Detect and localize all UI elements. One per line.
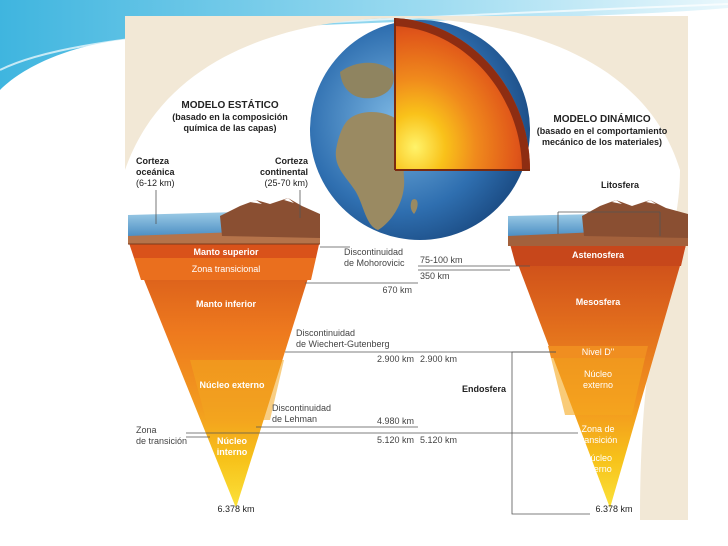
static-title: MODELO ESTÁTICO: [181, 98, 278, 111]
asthenosphere-band: [510, 244, 686, 266]
oceanic-crust-label-2: oceánica: [136, 167, 176, 177]
dynamic-depth-bottom: 6.378 km: [595, 504, 632, 514]
moho-label-1: Discontinuidad: [344, 247, 403, 257]
arch-background: [125, 16, 688, 520]
dynamic-title: MODELO DINÁMICO: [553, 112, 650, 125]
static-depth-bottom: 6.378 km: [217, 504, 254, 514]
transition-right-label-1: Zona de: [581, 424, 614, 434]
lehman-label-2: de Lehman: [272, 414, 317, 424]
outer-core-band: [190, 360, 284, 420]
endosphere-label: Endosfera: [462, 384, 507, 394]
outer-core-band-right: [551, 358, 645, 415]
continental-mountains: [220, 198, 320, 238]
transition-side-label-1: Zona: [136, 425, 157, 435]
outer-core-label: Núcleo externo: [199, 380, 265, 390]
dynamic-model-cone: [508, 200, 688, 508]
moho-label-2: de Mohorovicic: [344, 258, 405, 268]
dynamic-subtitle-2: mecánico de los materiales): [542, 137, 662, 147]
arch-inner-white: [330, 240, 470, 520]
inner-core-label-1: Núcleo: [217, 436, 248, 446]
oceanic-crust-label-1: Corteza: [136, 156, 170, 166]
static-subtitle-2: química de las capas): [183, 123, 276, 133]
static-subtitle-1: (basado en la composición: [172, 112, 288, 122]
continental-crust-label-2: continental: [260, 167, 308, 177]
globe-cutaway: [395, 18, 530, 170]
inner-core-right-label-2: interno: [584, 464, 612, 474]
upper-mantle-label: Manto superior: [193, 247, 259, 257]
depth-2900-left: 2.900 km: [377, 354, 414, 364]
depth-2900-right: 2.900 km: [420, 354, 457, 364]
depth-4980: 4.980 km: [377, 416, 414, 426]
continental-crust-label-1: Corteza: [275, 156, 309, 166]
wiechert-label-2: de Wiechert-Gutenberg: [296, 339, 390, 349]
lithosphere-label: Litosfera: [601, 180, 640, 190]
cutaway-crust-top: [395, 18, 530, 170]
ocean-water: [128, 212, 238, 236]
level-d-band: [548, 346, 648, 358]
lower-mantle-label: Manto inferior: [196, 299, 256, 309]
outer-core-right-label-1: Núcleo: [584, 369, 612, 379]
africa-continent: [335, 111, 407, 230]
static-model-cone: [128, 198, 320, 508]
endosphere-bracket: [511, 351, 590, 515]
dynamic-subtitle-1: (basado en el comportamiento: [537, 126, 668, 136]
depth-350: 350 km: [420, 271, 450, 281]
asthenosphere-label: Astenosfera: [572, 250, 625, 260]
mesosphere-label: Mesosfera: [576, 297, 622, 307]
transition-side-label-2: de transición: [136, 436, 187, 446]
ocean-water-right: [508, 214, 598, 236]
continental-crust-range: (25-70 km): [264, 178, 308, 188]
earth-globe: [310, 18, 530, 240]
depth-lines: [155, 190, 661, 515]
transition-zone-label: Zona transicional: [192, 264, 261, 274]
depth-5120-left: 5.120 km: [377, 435, 414, 445]
europe-continent: [340, 62, 394, 99]
transition-zone-band: [134, 258, 316, 280]
inner-core-right-label-1: Núcleo: [584, 453, 612, 463]
inner-core-label-2: interno: [217, 447, 248, 457]
depth-670: 670 km: [382, 285, 412, 295]
transition-right-label-2: transición: [579, 435, 618, 445]
madagascar-island: [410, 199, 418, 214]
lehman-label-1: Discontinuidad: [272, 403, 331, 413]
wiechert-label-1: Discontinuidad: [296, 328, 355, 338]
depth-5120-right: 5.120 km: [420, 435, 457, 445]
level-d-label: Nivel D'': [582, 347, 615, 357]
oceanic-crust-range: (6-12 km): [136, 178, 175, 188]
depth-75-100: 75-100 km: [420, 255, 463, 265]
continental-mountains-right: [582, 200, 688, 238]
mountain-snow-right: [612, 200, 656, 204]
outer-core-right-label-2: externo: [583, 380, 613, 390]
